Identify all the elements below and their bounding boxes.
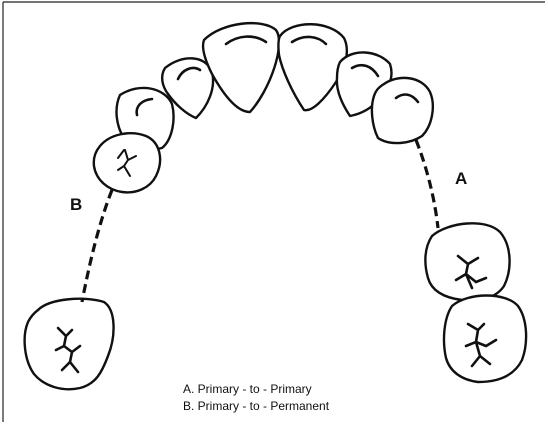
label-a: A xyxy=(455,169,467,188)
label-b: B xyxy=(70,195,82,214)
tooth-permanent-molar-right xyxy=(444,296,526,383)
legend: A. Primary - to - Primary B. Primary - t… xyxy=(183,382,330,413)
tooth-permanent-molar-left xyxy=(25,299,114,390)
tooth-left-canine xyxy=(372,78,433,143)
tooth-primary-molar-b xyxy=(94,133,160,192)
space-line-b xyxy=(82,190,112,302)
anterior-teeth xyxy=(117,23,433,149)
legend-item-a: A. Primary - to - Primary xyxy=(183,382,312,396)
tooth-primary-molar-a xyxy=(425,223,509,300)
space-line-a xyxy=(416,140,438,228)
legend-item-b: B. Primary - to - Permanent xyxy=(183,399,330,413)
